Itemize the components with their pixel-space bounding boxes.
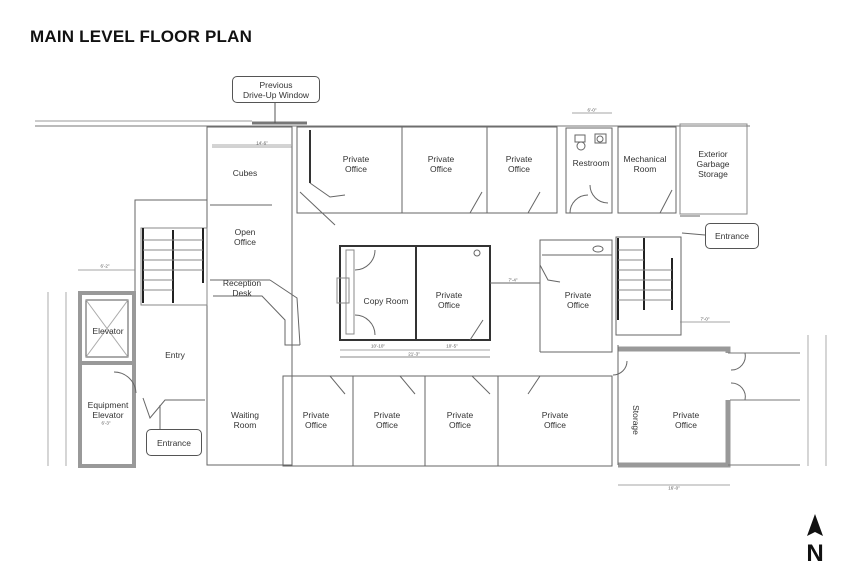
entrance-callout-bottom: Entrance (146, 429, 202, 456)
room-outlines (47, 112, 827, 486)
room-private-office-bot-1: Private Office (302, 410, 330, 430)
room-private-office-bot-2: Private Office (373, 410, 401, 430)
room-storage: Storage (631, 405, 641, 435)
room-private-office-mid-2: Private Office (564, 290, 592, 310)
page-title: MAIN LEVEL FLOOR PLAN (30, 27, 253, 46)
room-open-office: Open Office (233, 227, 257, 247)
room-private-office-top-2: Private Office (427, 154, 455, 174)
north-label: N (806, 540, 824, 567)
dimension-restroom-width: 6'-0" (587, 107, 597, 113)
room-cubes: Cubes (232, 168, 258, 178)
room-copy-room: Copy Room (363, 296, 409, 306)
room-private-office-mid-1: Private Office (435, 290, 463, 310)
room-private-office-bot-4: Private Office (541, 410, 569, 430)
room-private-office-bot-3: Private Office (446, 410, 474, 430)
north-arrow: N (803, 512, 827, 572)
dimension-combined-width: 21'-3" (408, 351, 420, 357)
exterior-walls (35, 101, 750, 127)
dimension-copy-width: 10'-10" (371, 343, 385, 349)
room-elevator: Elevator (92, 326, 124, 336)
room-private-office-top-1: Private Office (342, 154, 370, 174)
room-waiting-room: Waiting Room (230, 410, 260, 430)
room-restroom: Restroom (572, 158, 610, 168)
entrance-callout-right: Entrance (705, 223, 759, 249)
room-garbage-storage: Exterior Garbage Storage (696, 149, 730, 179)
dimension-equip-width: 6'-3" (101, 420, 111, 426)
dimension-stair-landing: 7'-0" (700, 316, 710, 322)
room-entry: Entry (165, 350, 185, 360)
dimension-elevator-width: 6'-2" (100, 263, 110, 269)
room-private-office-bot-5: Private Office (672, 410, 700, 430)
room-equipment-elevator: Equipment Elevator (87, 400, 129, 420)
dimension-cubes-width: 14'-6" (256, 140, 268, 146)
dimension-storage-width: 16'-0" (668, 485, 680, 491)
room-mechanical: Mechanical Room (623, 154, 667, 174)
reception-desk: Reception Desk (222, 278, 262, 298)
room-private-office-top-3: Private Office (505, 154, 533, 174)
north-arrow-icon (807, 514, 823, 536)
drive-up-window-callout: Previous Drive-Up Window (232, 76, 320, 103)
dimension-corridor: 7'-4" (508, 277, 518, 283)
dimension-office-width: 10'-5" (446, 343, 458, 349)
